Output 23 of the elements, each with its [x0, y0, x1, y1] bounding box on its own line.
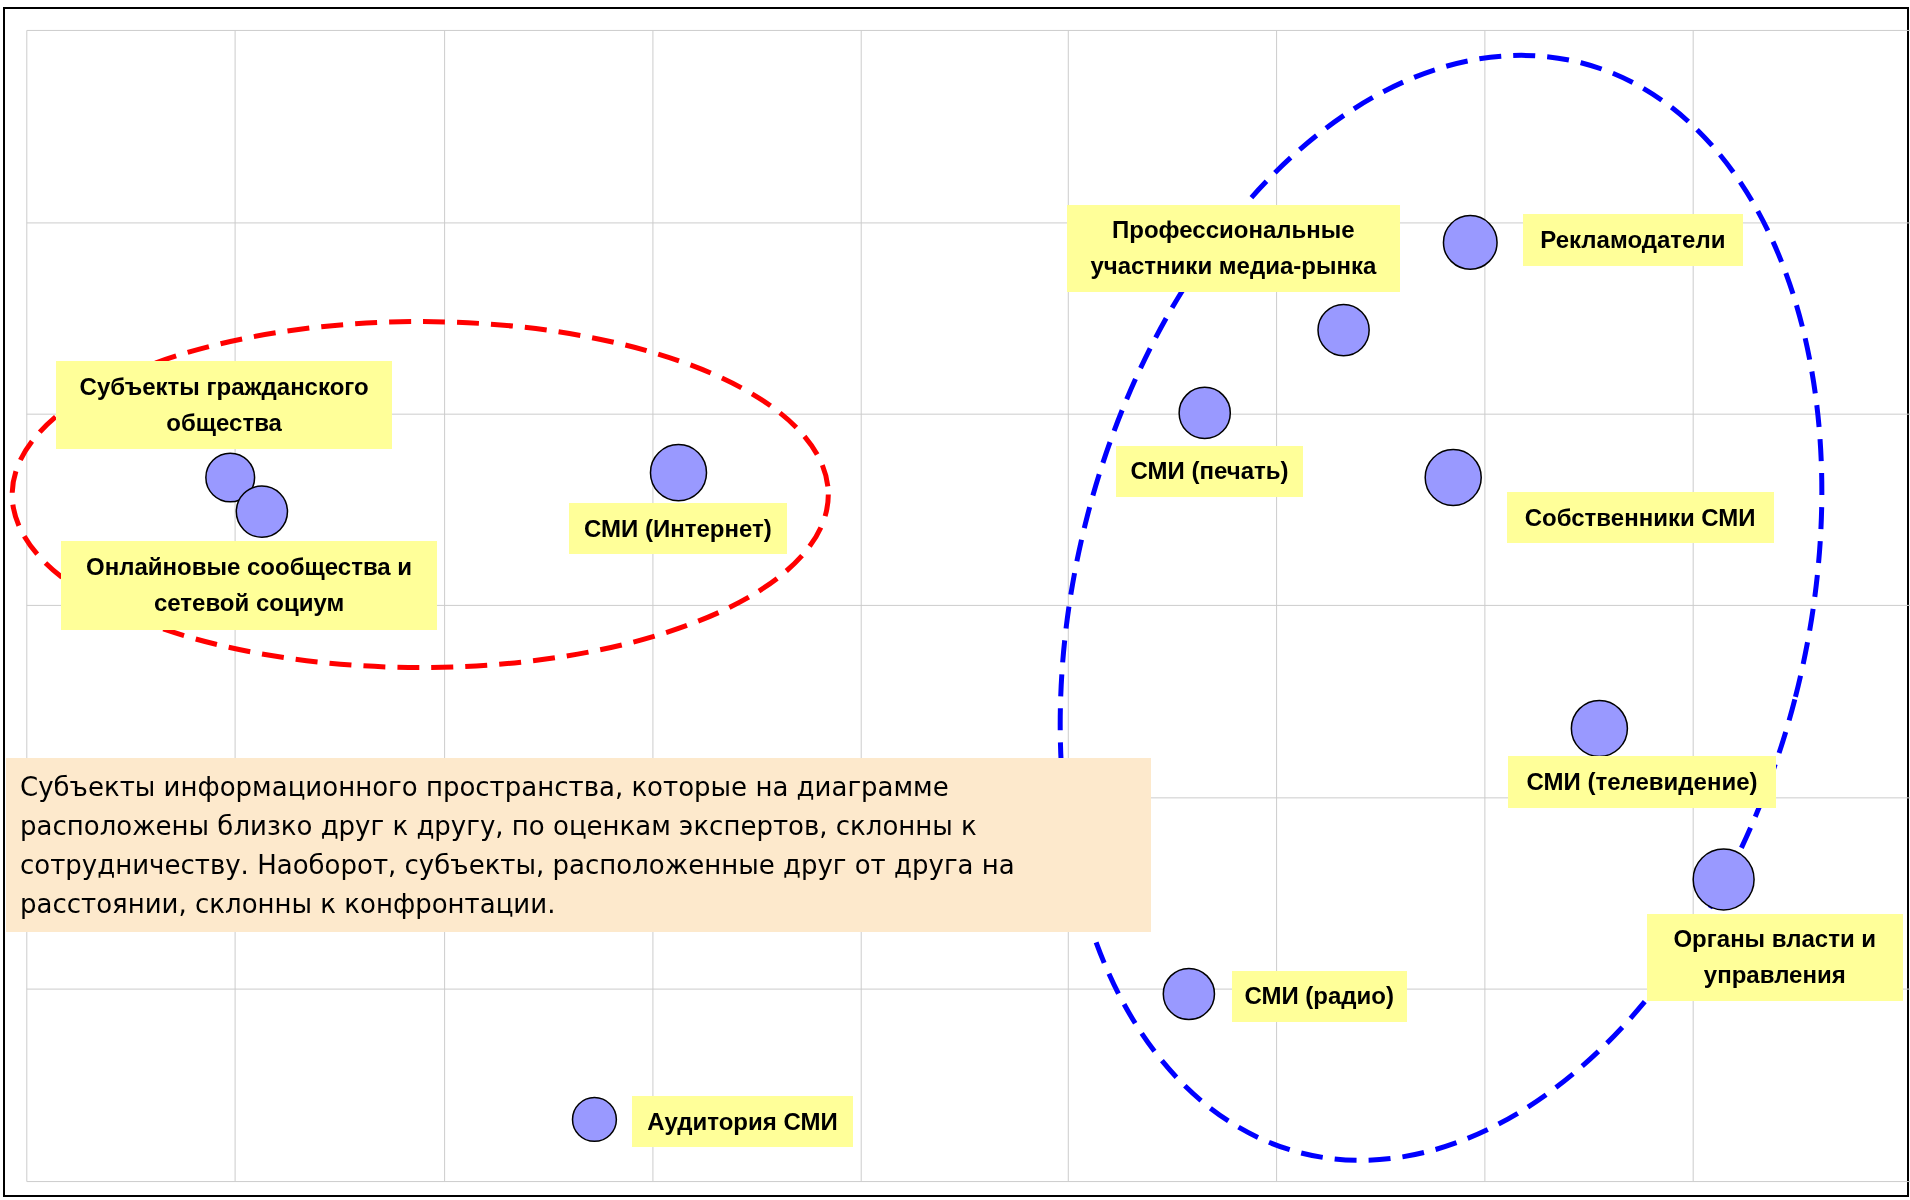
note-text: Субъекты информационного пространства, которые на диаграмме расположены близко друг к другу, по оценкам экспертов, склонны к сотрудничеству. Наоборот, субъекты, расположенные друг от друга на расстоянии, склонны к конфронтации. — [6, 757, 1151, 932]
bubble — [1162, 967, 1216, 1021]
bubble — [235, 485, 289, 538]
bubble — [571, 1096, 618, 1143]
bubble-label: Рекламодатели — [1522, 214, 1744, 266]
bubble — [1570, 699, 1629, 758]
bubble — [1317, 303, 1370, 357]
bubble-label: Субъекты гражданского общества — [56, 360, 393, 450]
bubble — [649, 443, 708, 502]
bubble — [1424, 448, 1482, 507]
bubble-label: СМИ (радио) — [1231, 970, 1407, 1022]
bubble-label: СМИ (Интернет) — [568, 503, 787, 555]
bubble-label: Онлайновые сообщества и сетевой социум — [60, 540, 438, 630]
bubble — [1178, 386, 1232, 440]
bubble — [205, 452, 256, 503]
bubble-label: Органы власти и управления — [1646, 913, 1903, 1002]
bubble-label: СМИ (печать) — [1115, 445, 1304, 497]
bubble-label: Собственники СМИ — [1506, 492, 1774, 544]
bubble-label: Профессиональные участники медиа-рынка — [1067, 204, 1400, 293]
bubble-label: Аудитория СМИ — [632, 1096, 853, 1148]
bubble — [1692, 848, 1755, 911]
bubble — [1442, 214, 1498, 270]
bubble-label: СМИ (телевидение) — [1508, 756, 1776, 808]
